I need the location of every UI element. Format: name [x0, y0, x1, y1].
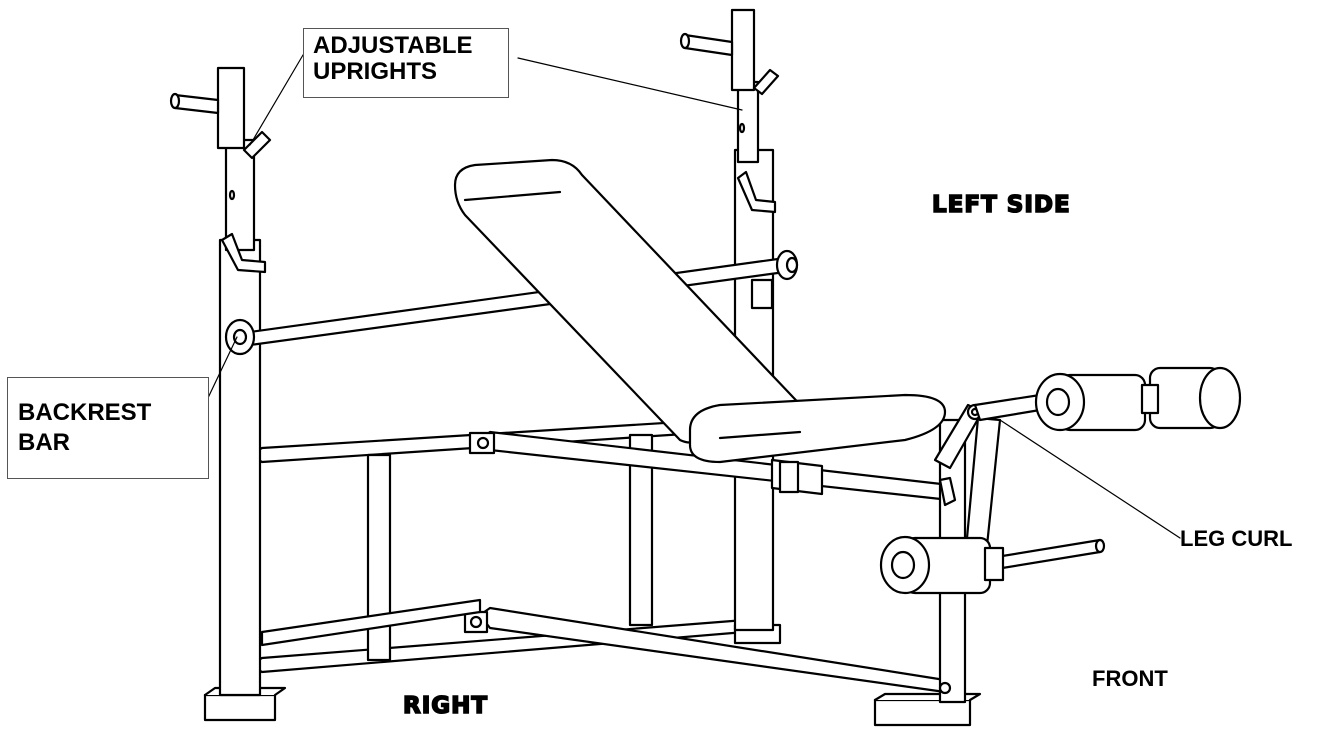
front-frame	[260, 430, 952, 694]
bench-pads	[453, 158, 947, 494]
callout-leaders	[206, 54, 1181, 539]
leg-curl-label: LEG CURL	[1180, 526, 1293, 551]
adjustable-uprights-callout-box	[303, 28, 509, 98]
front-label: FRONT	[1092, 666, 1168, 691]
right-label: RIGHT	[402, 692, 489, 720]
backrest-bar-line-2: BAR	[18, 429, 70, 456]
adjustable-uprights-line-1: ADJUSTABLE	[313, 32, 473, 59]
right-upright	[169, 66, 287, 722]
left-side-label: LEFT SIDE	[931, 191, 1071, 219]
backrest-bar-callout-box	[7, 377, 209, 479]
adjustable-uprights-line-2: UPRIGHTS	[313, 58, 438, 85]
leg-curl-assembly	[873, 366, 1242, 727]
backrest-bar-line-1: BACKREST	[18, 399, 152, 426]
backrest-bar-label: BACKREST BAR	[18, 398, 151, 458]
adjustable-uprights-label: ADJUSTABLE UPRIGHTS	[313, 33, 473, 85]
